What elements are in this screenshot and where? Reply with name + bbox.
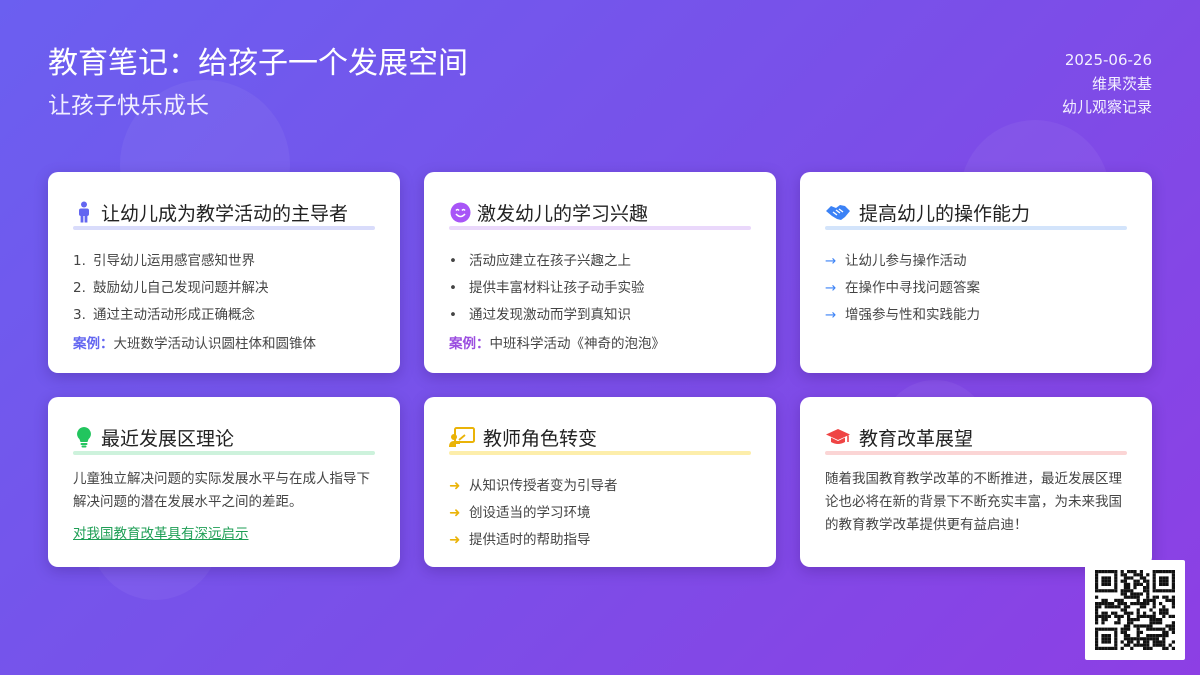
header-meta: 2025-06-26 维果茨基 幼儿观察记录 xyxy=(1062,49,1152,120)
card-operation: 提高幼儿的操作能力 →让幼儿参与操作活动 →在操作中寻找问题答案 →增强参与性和… xyxy=(800,172,1152,373)
title-underline xyxy=(73,451,375,455)
description: 儿童独立解决问题的实际发展水平与在成人指导下解决问题的潜在发展水平之间的差距。 xyxy=(73,471,370,510)
title-underline xyxy=(73,226,375,230)
card-teacher-role: 教师角色转变 ➜从知识传授者变为引导者 ➜创设适当的学习环境 ➜提供适时的帮助指… xyxy=(424,397,776,567)
case-example: 案例：中班科学活动《神奇的泡泡》 xyxy=(449,336,665,352)
list-item: 3.通过主动活动形成正确概念 xyxy=(73,307,255,323)
date-label: 2025-06-26 xyxy=(1064,51,1152,69)
list-item: 1.引导幼儿运用感官感知世界 xyxy=(73,253,255,269)
card-title: 提高幼儿的操作能力 xyxy=(859,202,1031,225)
header: 教育笔记：给孩子一个发展空间 让孩子快乐成长 xyxy=(48,44,468,122)
page-title: 教育笔记：给孩子一个发展空间 xyxy=(48,46,468,81)
card-child-led: 让幼儿成为教学活动的主导者 1.引导幼儿运用感官感知世界 2.鼓励幼儿自己发现问… xyxy=(48,172,400,373)
card-zpd: 最近发展区理论 儿童独立解决问题的实际发展水平与在成人指导下解决问题的潜在发展水… xyxy=(48,397,400,567)
card-title: 最近发展区理论 xyxy=(101,427,235,450)
card-reform-outlook: 教育改革展望 随着我国教育教学改革的不断推进，最近发展区理论也必将在新的背景下不… xyxy=(800,397,1152,567)
handshake-icon xyxy=(825,201,851,223)
insight-link[interactable]: 对我国教育改革具有深远启示 xyxy=(73,526,249,542)
title-underline xyxy=(825,451,1127,455)
title-underline xyxy=(825,226,1127,230)
page-subtitle: 让孩子快乐成长 xyxy=(48,93,209,119)
card-title: 教育改革展望 xyxy=(859,427,974,450)
arrow-list: ➜从知识传授者变为引导者 ➜创设适当的学习环境 ➜提供适时的帮助指导 xyxy=(449,473,752,554)
card-interest: 激发幼儿的学习兴趣 •活动应建立在孩子兴趣之上 •提供丰富材料让孩子动手实验 •… xyxy=(424,172,776,373)
card-title: 让幼儿成为教学活动的主导者 xyxy=(101,202,349,225)
list-item: ➜提供适时的帮助指导 xyxy=(449,532,591,548)
person-icon xyxy=(73,201,95,223)
list-item: →增强参与性和实践能力 xyxy=(825,307,980,323)
lightbulb-icon xyxy=(73,426,95,448)
list-item: •提供丰富材料让孩子动手实验 xyxy=(449,280,645,296)
arrow-list: →让幼儿参与操作活动 →在操作中寻找问题答案 →增强参与性和实践能力 xyxy=(825,248,1128,329)
author-label: 维果茨基 xyxy=(1091,74,1152,93)
card-title: 激发幼儿的学习兴趣 xyxy=(477,202,649,225)
list-item: →让幼儿参与操作活动 xyxy=(825,253,967,269)
teacher-icon xyxy=(449,426,475,448)
ordered-list: 1.引导幼儿运用感官感知世界 2.鼓励幼儿自己发现问题并解决 3.通过主动活动形… xyxy=(73,248,376,329)
description: 随着我国教育教学改革的不断推进，最近发展区理论也必将在新的背景下不断充实丰富，为… xyxy=(825,471,1122,533)
list-item: •活动应建立在孩子兴趣之上 xyxy=(449,253,631,269)
list-item: →在操作中寻找问题答案 xyxy=(825,280,980,296)
title-underline xyxy=(449,451,751,455)
qr-code xyxy=(1085,560,1185,660)
case-example: 案例：大班数学活动认识圆柱体和圆锥体 xyxy=(73,336,316,352)
list-item: ➜从知识传授者变为引导者 xyxy=(449,478,618,494)
list-item: ➜创设适当的学习环境 xyxy=(449,505,591,521)
list-item: •通过发现激动而学到真知识 xyxy=(449,307,631,323)
bullet-list: •活动应建立在孩子兴趣之上 •提供丰富材料让孩子动手实验 •通过发现激动而学到真… xyxy=(449,248,752,329)
smile-icon xyxy=(449,201,471,223)
card-title: 教师角色转变 xyxy=(483,427,598,450)
list-item: 2.鼓励幼儿自己发现问题并解决 xyxy=(73,280,269,296)
graduation-cap-icon xyxy=(825,426,851,448)
category-label: 幼儿观察记录 xyxy=(1061,98,1152,116)
title-underline xyxy=(449,226,751,230)
